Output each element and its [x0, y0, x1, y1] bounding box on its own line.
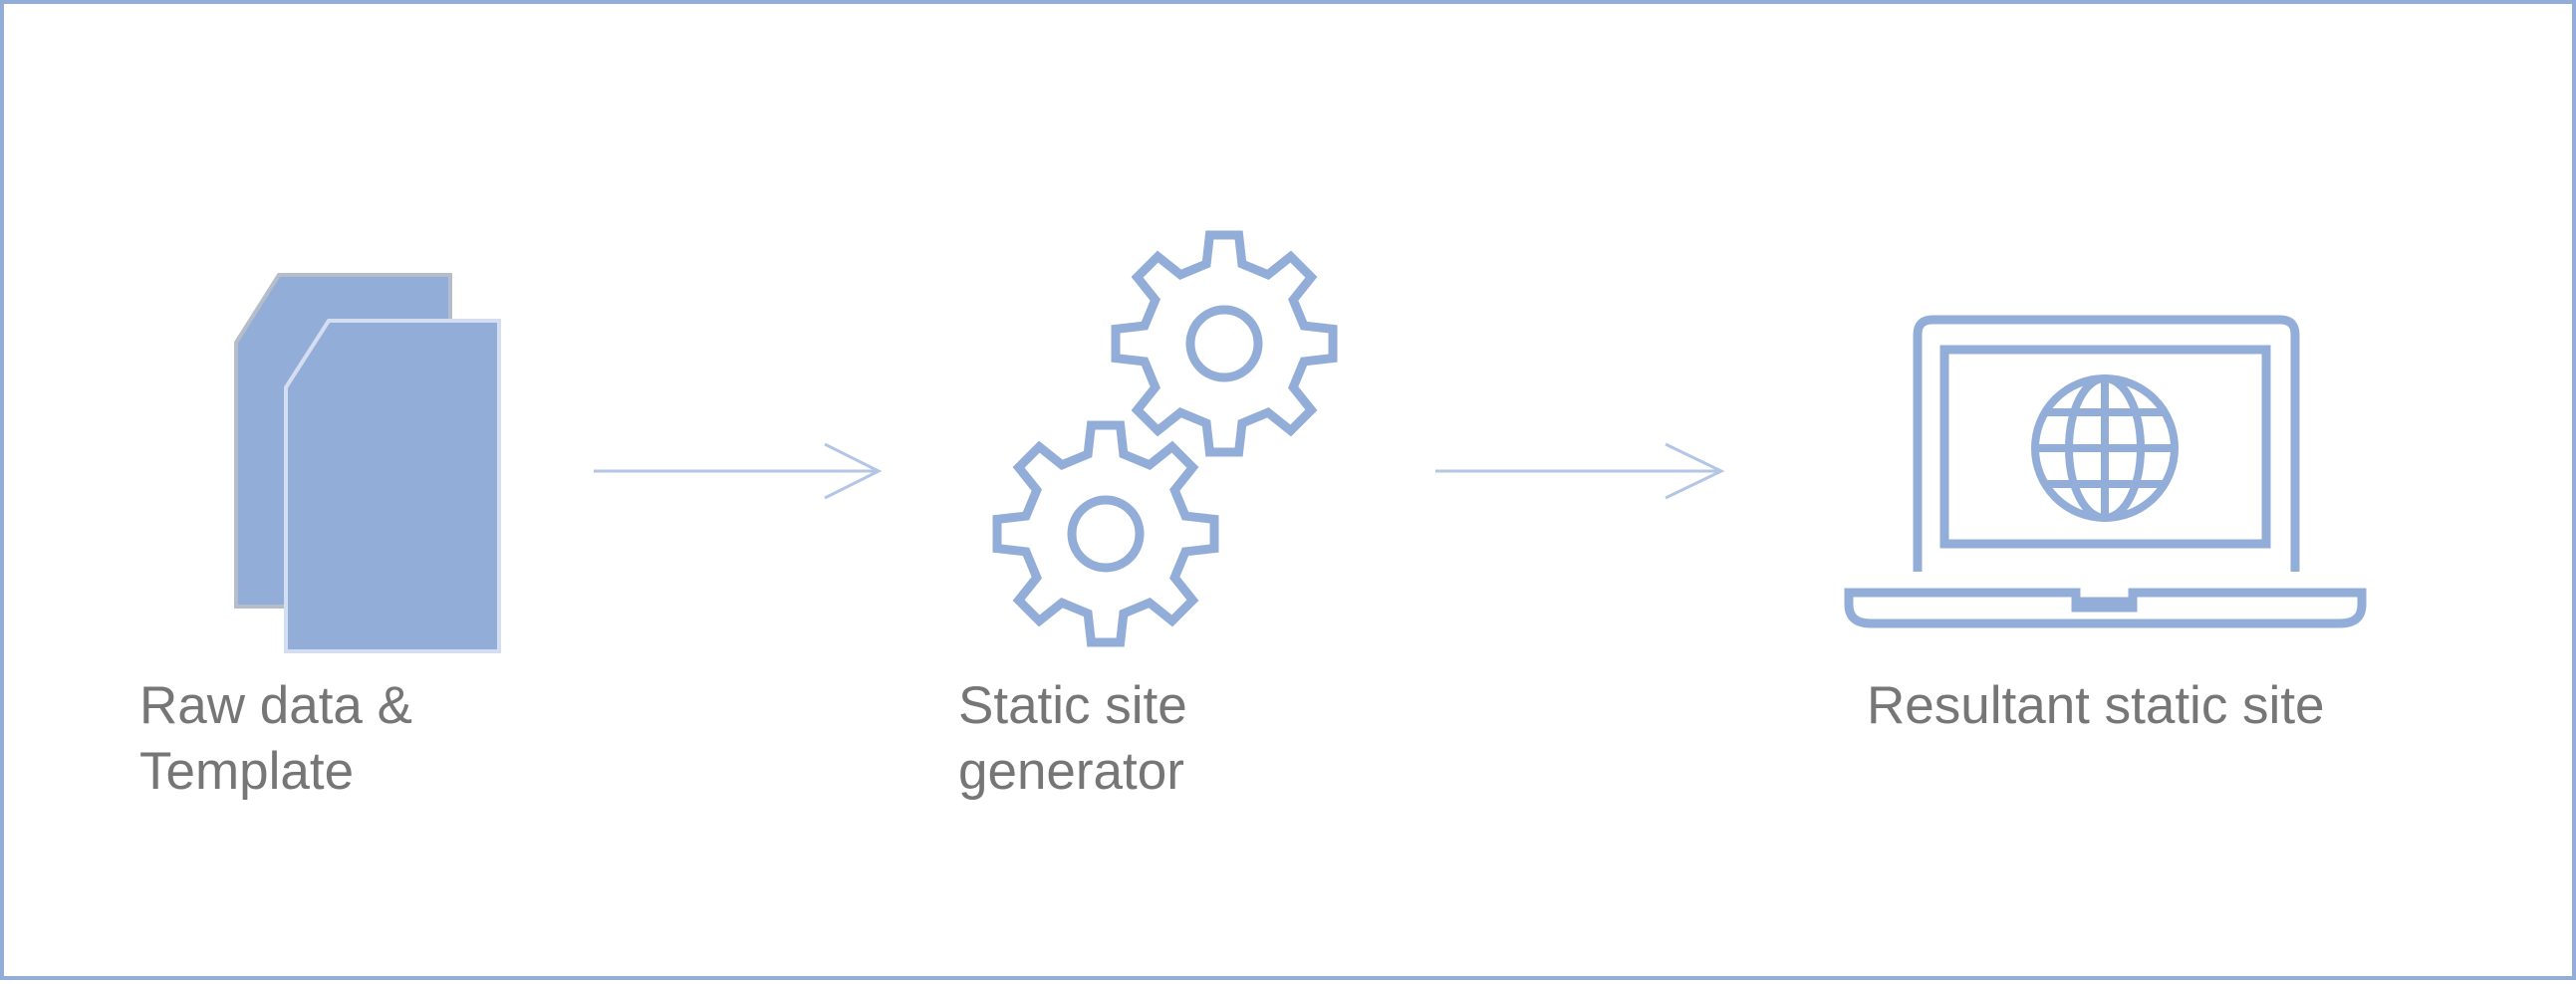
arrow-head [1665, 442, 1725, 500]
step-label-result: Resultant static site [1867, 673, 2325, 739]
gear-lower-hub [1067, 495, 1145, 573]
laptop-base [1844, 588, 2367, 628]
gear-upper-hub [1185, 305, 1263, 382]
label-line: generator [958, 742, 1184, 801]
arrow-right-icon [594, 442, 883, 500]
trackpad-notch [2071, 602, 2138, 613]
flow-diagram [234, 230, 2367, 653]
label-line: Static site [958, 676, 1187, 735]
arrow-right-icon [1435, 442, 1725, 500]
step-label-generator: Static site generator [958, 673, 1187, 805]
laptop-globe-icon [1844, 315, 2367, 628]
front-document [284, 319, 501, 653]
globe-icon [2031, 374, 2179, 522]
arrow-head [824, 442, 883, 500]
documents-icon [234, 273, 501, 653]
gear-upper [1111, 230, 1338, 457]
step-label-raw-data: Raw data & Template [139, 673, 412, 805]
gears-icon [992, 230, 1338, 647]
gear-lower [992, 420, 1219, 647]
laptop-screen [1939, 345, 2271, 549]
label-line: Raw data & [139, 676, 412, 735]
label-line: Resultant static site [1867, 676, 2325, 735]
label-line: Template [139, 742, 355, 801]
laptop-lid [1913, 315, 2300, 572]
